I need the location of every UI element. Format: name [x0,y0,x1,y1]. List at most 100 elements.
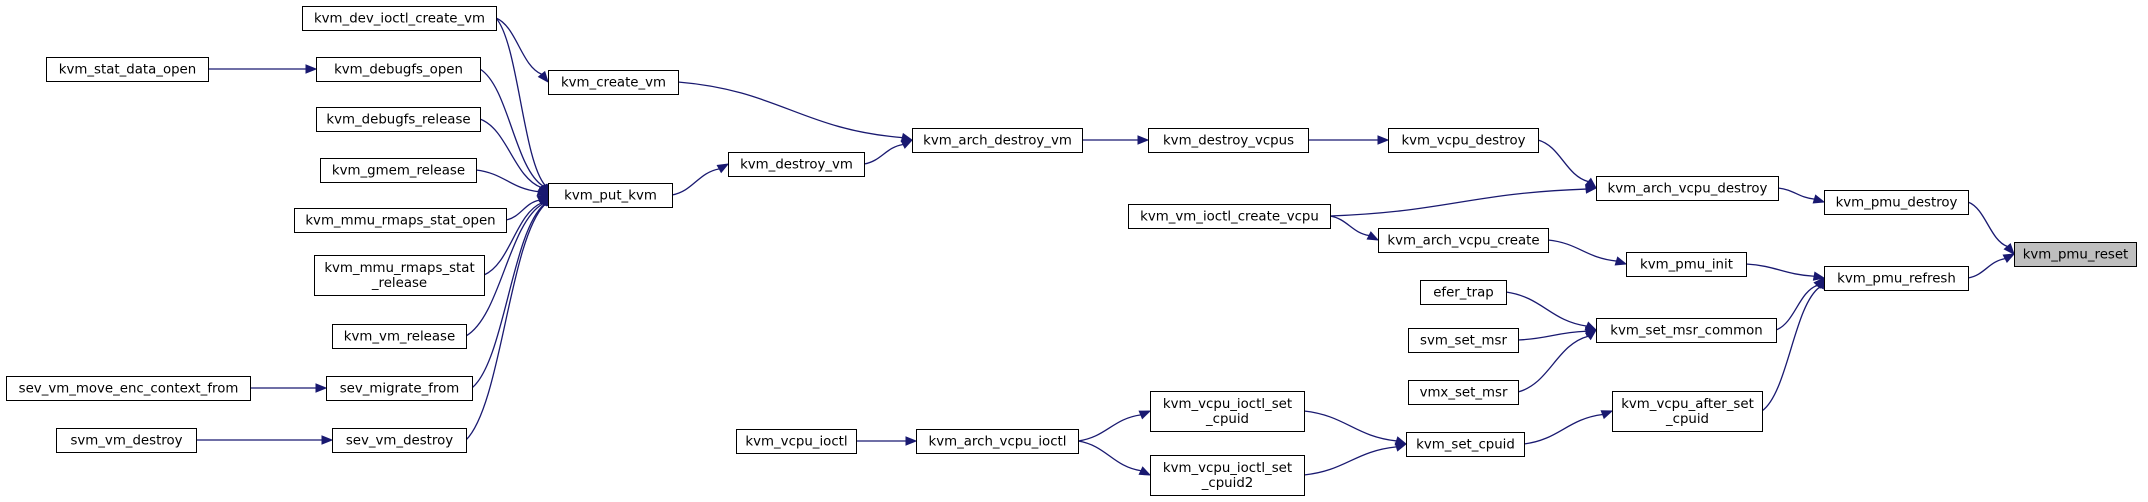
node-kvm-pmu-init[interactable]: kvm_pmu_init [1626,252,1747,277]
node-vmx-set-msr[interactable]: vmx_set_msr [1408,380,1519,405]
node-label: kvm_vcpu_destroy [1401,134,1525,149]
node-box [1596,318,1777,343]
edge-kvm-vcpu-ioctl-set-cpuid2-to-kvm-set-cpuid [1303,442,1408,476]
node-label: kvm_arch_vcpu_create [1387,234,1539,249]
node-box [332,428,467,453]
node-label: kvm_vcpu_ioctl_set [1163,461,1292,476]
node-kvm-arch-destroy-vm[interactable]: kvm_arch_destroy_vm [912,128,1083,153]
edge-kvm-pmu-refresh-to-kvm-pmu-reset [1967,253,2016,279]
node-box [1388,128,1539,153]
node-label: kvm_dev_ioctl_create_vm [314,12,485,27]
node-label: _release [371,276,427,291]
node-label: kvm_vm_release [344,330,455,345]
node-box [1150,455,1305,496]
node-kvm-vcpu-ioctl-set-cpuid[interactable]: kvm_vcpu_ioctl_set_cpuid [1150,391,1305,432]
node-kvm-gmem-release[interactable]: kvm_gmem_release [320,158,477,183]
edge-kvm-destroy-vm-to-kvm-arch-destroy-vm [863,139,914,165]
edge-kvm-set-cpuid-to-kvm-vcpu-after-set-cpuid [1523,410,1614,445]
edge-kvm-vcpu-ioctl-set-cpuid-to-kvm-set-cpuid [1303,410,1408,446]
node-kvm-vcpu-ioctl[interactable]: kvm_vcpu_ioctl [736,429,857,454]
node-box [332,324,467,349]
node-kvm-debugfs-release[interactable]: kvm_debugfs_release [316,107,481,132]
node-label: kvm_arch_vcpu_destroy [1608,182,1768,197]
node-box [1148,128,1309,153]
node-label: kvm_create_vm [561,76,666,91]
node-label: kvm_pmu_refresh [1837,272,1956,287]
node-label: kvm_gmem_release [332,164,465,179]
edge-kvm-dev-ioctl-create-vm-to-kvm-create-vm [495,17,549,84]
node-kvm-create-vm[interactable]: kvm_create_vm [548,70,679,95]
node-sev-migrate-from[interactable]: sev_migrate_from [326,376,473,401]
node-sev-vm-destroy[interactable]: sev_vm_destroy [332,428,467,453]
node-box [1596,176,1779,201]
node-label: _cpuid [1205,412,1249,427]
node-label: kvm_set_cpuid [1416,438,1515,453]
node-label: sev_vm_destroy [346,434,453,449]
edge-kvm-vcpu-destroy-to-kvm-arch-vcpu-destroy [1537,139,1598,189]
node-box [1824,266,1969,291]
node-label: kvm_arch_vcpu_ioctl [929,435,1067,450]
node-kvm-pmu-refresh[interactable]: kvm_pmu_refresh [1824,266,1969,291]
node-label: kvm_destroy_vcpus [1163,134,1294,149]
edge-kvm-vm-ioctl-create-vcpu-to-kvm-arch-vcpu-create [1329,215,1380,241]
node-label: kvm_vcpu_ioctl_set [1163,397,1292,412]
edge-kvm-debugfs-open-to-kvm-put-kvm [479,68,549,197]
node-kvm-mmu-rmaps-stat-release[interactable]: kvm_mmu_rmaps_stat_release [314,255,485,296]
node-label: sev_vm_move_enc_context_from [19,382,239,397]
node-box [912,128,1083,153]
node-label: kvm_set_msr_common [1610,324,1762,339]
node-box [548,183,673,208]
node-kvm-stat-data-open[interactable]: kvm_stat_data_open [46,57,209,82]
node-box [1150,391,1305,432]
node-kvm-put-kvm[interactable]: kvm_put_kvm [548,183,673,208]
node-label: kvm_vcpu_ioctl [745,435,847,450]
node-kvm-destroy-vcpus[interactable]: kvm_destroy_vcpus [1148,128,1309,153]
node-kvm-vm-ioctl-create-vcpu[interactable]: kvm_vm_ioctl_create_vcpu [1128,204,1331,229]
edge-kvm-pmu-init-to-kvm-pmu-refresh [1745,263,1826,281]
node-box [294,208,507,233]
node-kvm-mmu-rmaps-stat-open[interactable]: kvm_mmu_rmaps_stat_open [294,208,507,233]
node-box [302,6,497,31]
node-kvm-destroy-vm[interactable]: kvm_destroy_vm [728,152,865,177]
edge-kvm-gmem-release-to-kvm-put-kvm [475,169,550,197]
node-svm-vm-destroy[interactable]: svm_vm_destroy [56,428,197,453]
edge-kvm-arch-vcpu-ioctl-to-kvm-vcpu-ioctl-set-cpuid2 [1077,440,1152,476]
node-kvm-vcpu-after-set-cpuid[interactable]: kvm_vcpu_after_set_cpuid [1612,391,1763,432]
node-box [46,57,209,82]
node-box [314,255,485,296]
node-box [916,429,1079,454]
node-svm-set-msr[interactable]: svm_set_msr [1408,328,1519,353]
node-box [1128,204,1331,229]
node-label: kvm_pmu_init [1640,258,1733,273]
node-kvm-arch-vcpu-destroy[interactable]: kvm_arch_vcpu_destroy [1596,176,1779,201]
edge-efer-trap-to-kvm-set-msr-common [1505,291,1598,331]
node-label: vmx_set_msr [1420,386,1508,401]
node-label: kvm_destroy_vm [740,158,853,173]
node-label: kvm_arch_destroy_vm [923,134,1072,149]
node-box [1408,380,1519,405]
node-kvm-dev-ioctl-create-vm[interactable]: kvm_dev_ioctl_create_vm [302,6,497,31]
node-sev-vm-move-enc-context-from[interactable]: sev_vm_move_enc_context_from [6,376,251,401]
node-kvm-debugfs-open[interactable]: kvm_debugfs_open [316,57,481,82]
edge-kvm-vcpu-after-set-cpuid-to-kvm-pmu-refresh [1761,276,1825,412]
node-kvm-arch-vcpu-ioctl[interactable]: kvm_arch_vcpu_ioctl [916,429,1079,454]
node-label: kvm_mmu_rmaps_stat [324,261,474,276]
edge-kvm-stat-data-open-to-kvm-debugfs-open [208,64,318,74]
node-box [2014,242,2137,267]
node-kvm-set-cpuid[interactable]: kvm_set_cpuid [1406,432,1525,457]
node-kvm-arch-vcpu-create[interactable]: kvm_arch_vcpu_create [1378,228,1549,253]
node-kvm-vm-release[interactable]: kvm_vm_release [332,324,467,349]
edge-kvm-arch-destroy-vm-to-kvm-destroy-vcpus [1082,135,1150,145]
node-kvm-set-msr-common[interactable]: kvm_set_msr_common [1596,318,1777,343]
node-kvm-vcpu-ioctl-set-cpuid2[interactable]: kvm_vcpu_ioctl_set_cpuid2 [1150,455,1305,496]
node-label: kvm_vm_ioctl_create_vcpu [1140,210,1319,225]
node-kvm-vcpu-destroy[interactable]: kvm_vcpu_destroy [1388,128,1539,153]
node-label: kvm_stat_data_open [59,63,196,78]
node-label: kvm_debugfs_release [326,113,470,128]
node-label: _cpuid [1665,412,1709,427]
node-kvm-pmu-destroy[interactable]: kvm_pmu_destroy [1824,190,1969,215]
node-box [1420,280,1507,305]
node-efer-trap[interactable]: efer_trap [1420,280,1507,305]
edge-kvm-arch-vcpu-create-to-kvm-pmu-init [1547,239,1628,266]
node-box [1612,391,1763,432]
